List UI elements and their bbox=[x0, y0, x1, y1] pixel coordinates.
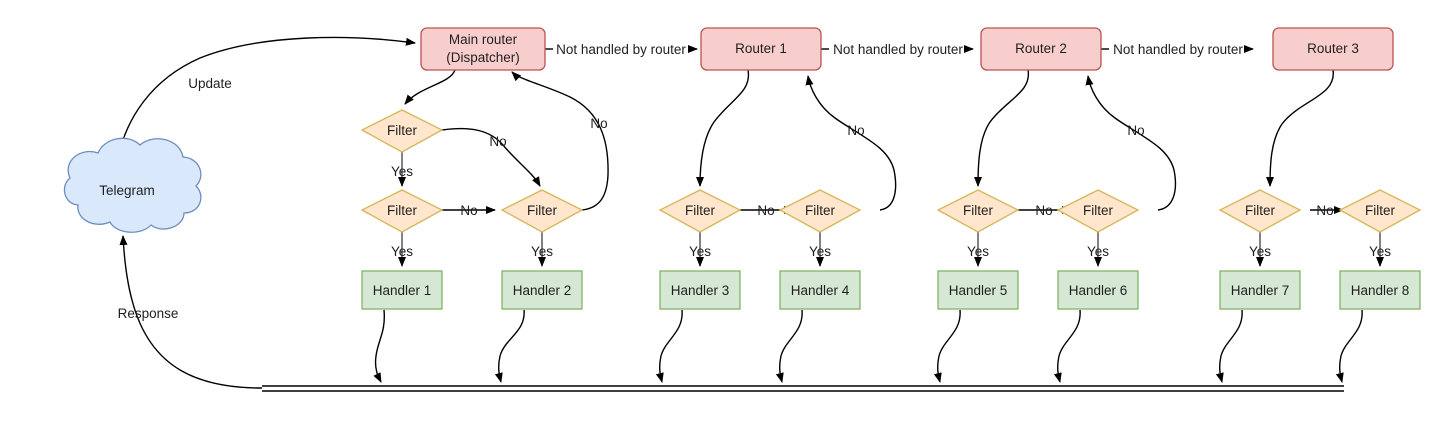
edge-label-yes-3: Yes bbox=[689, 244, 711, 259]
handler-7-label: Handler 7 bbox=[1231, 283, 1290, 298]
edge-label-not-handled-3: Not handled by router bbox=[1113, 42, 1243, 57]
edge-main-to-f0 bbox=[404, 69, 456, 105]
node-filter-7[interactable]: Filter bbox=[1218, 189, 1302, 233]
node-filter-1[interactable]: Filter bbox=[360, 189, 444, 233]
edge-label-not-handled-1: Not handled by router bbox=[556, 42, 686, 57]
filter-7-label: Filter bbox=[1245, 203, 1276, 218]
handler-6-label: Handler 6 bbox=[1069, 283, 1128, 298]
edge-label-no-5: No bbox=[1127, 123, 1144, 138]
node-filter-5[interactable]: Filter bbox=[936, 189, 1020, 233]
edge-label-no-7: No bbox=[1316, 203, 1333, 218]
filter-3-label: Filter bbox=[685, 203, 716, 218]
edge-r3-to-f7 bbox=[1266, 69, 1334, 187]
node-handler-1[interactable]: Handler 1 bbox=[361, 270, 443, 310]
filter-6-label: Filter bbox=[1083, 203, 1114, 218]
router-2-label: Router 2 bbox=[1015, 41, 1067, 56]
edge-f2-no-main bbox=[511, 71, 609, 211]
filter-8-label: Filter bbox=[1365, 203, 1396, 218]
filter-2-label: Filter bbox=[527, 203, 558, 218]
edge-label-no-0: No bbox=[489, 134, 506, 149]
edge-label-yes-0: Yes bbox=[391, 164, 413, 179]
edge-h5-bus bbox=[933, 309, 961, 383]
edge-h8-bus bbox=[1335, 309, 1363, 383]
node-handler-5[interactable]: Handler 5 bbox=[937, 270, 1019, 310]
edge-label-yes-8: Yes bbox=[1369, 244, 1391, 259]
edge-label-no-6: No bbox=[1035, 203, 1052, 218]
handler-3-label: Handler 3 bbox=[671, 283, 730, 298]
edge-label-no-3: No bbox=[847, 123, 864, 138]
node-filter-3[interactable]: Filter bbox=[658, 189, 742, 233]
edge-response bbox=[119, 235, 263, 389]
node-handler-8[interactable]: Handler 8 bbox=[1339, 270, 1421, 310]
main-router-label-line1: Main router bbox=[449, 32, 518, 47]
edge-r1-to-f3 bbox=[696, 69, 750, 187]
router-3-label: Router 3 bbox=[1307, 41, 1359, 56]
filter-0-label: Filter bbox=[387, 123, 418, 138]
edge-h1-bus bbox=[373, 309, 386, 383]
main-router-label-line2: (Dispatcher) bbox=[446, 50, 520, 65]
edge-label-yes-4: Yes bbox=[809, 244, 831, 259]
handler-4-label: Handler 4 bbox=[791, 283, 850, 298]
filter-5-label: Filter bbox=[963, 203, 994, 218]
edge-label-not-handled-2: Not handled by router bbox=[833, 42, 963, 57]
edge-f0-no-f2 bbox=[441, 127, 541, 187]
edge-f6-no-r2 bbox=[1085, 75, 1177, 211]
edge-h3-bus bbox=[655, 309, 683, 383]
edge-label-yes-6: Yes bbox=[1087, 244, 1109, 259]
filter-4-label: Filter bbox=[805, 203, 836, 218]
edge-h6-bus bbox=[1053, 309, 1081, 383]
node-filter-8[interactable]: Filter bbox=[1338, 189, 1422, 233]
node-filter-0[interactable]: Filter bbox=[360, 109, 444, 153]
response-bus bbox=[262, 385, 1344, 392]
edge-label-yes-2: Yes bbox=[531, 244, 553, 259]
edge-label-no-4: No bbox=[757, 203, 774, 218]
edge-label-response: Response bbox=[118, 306, 179, 321]
handler-1-label: Handler 1 bbox=[373, 283, 432, 298]
edge-h2-bus bbox=[494, 309, 525, 383]
edge-label-no-1: No bbox=[590, 116, 607, 131]
edge-r2-to-f5 bbox=[974, 69, 1029, 187]
node-router-2[interactable]: Router 2 bbox=[980, 27, 1102, 71]
node-filter-4[interactable]: Filter bbox=[778, 189, 862, 233]
telegram-cloud-node[interactable]: Telegram bbox=[63, 137, 202, 233]
node-router-3[interactable]: Router 3 bbox=[1272, 27, 1394, 71]
edge-f4-no-r1 bbox=[805, 75, 897, 211]
node-handler-7[interactable]: Handler 7 bbox=[1219, 270, 1301, 310]
node-main-router[interactable]: Main router (Dispatcher) bbox=[420, 27, 546, 71]
router-1-label: Router 1 bbox=[735, 41, 787, 56]
handler-5-label: Handler 5 bbox=[949, 283, 1008, 298]
edge-update bbox=[117, 36, 416, 159]
edge-label-no-2: No bbox=[460, 203, 477, 218]
node-filter-6[interactable]: Filter bbox=[1056, 189, 1140, 233]
node-handler-4[interactable]: Handler 4 bbox=[779, 270, 861, 310]
node-router-1[interactable]: Router 1 bbox=[700, 27, 822, 71]
edge-h7-bus bbox=[1215, 309, 1243, 383]
node-handler-3[interactable]: Handler 3 bbox=[659, 270, 741, 310]
edge-label-yes-5: Yes bbox=[967, 244, 989, 259]
node-handler-6[interactable]: Handler 6 bbox=[1057, 270, 1139, 310]
edge-label-yes-1: Yes bbox=[391, 244, 413, 259]
cloud-icon bbox=[63, 137, 202, 233]
handler-8-label: Handler 8 bbox=[1351, 283, 1410, 298]
filter-1-label: Filter bbox=[387, 203, 418, 218]
telegram-label: Telegram bbox=[99, 183, 155, 198]
edge-label-update: Update bbox=[188, 76, 232, 91]
node-filter-2[interactable]: Filter bbox=[500, 189, 584, 233]
edge-label-yes-7: Yes bbox=[1249, 244, 1271, 259]
node-handler-2[interactable]: Handler 2 bbox=[501, 270, 583, 310]
edge-h4-bus bbox=[775, 309, 803, 383]
handler-2-label: Handler 2 bbox=[513, 283, 572, 298]
